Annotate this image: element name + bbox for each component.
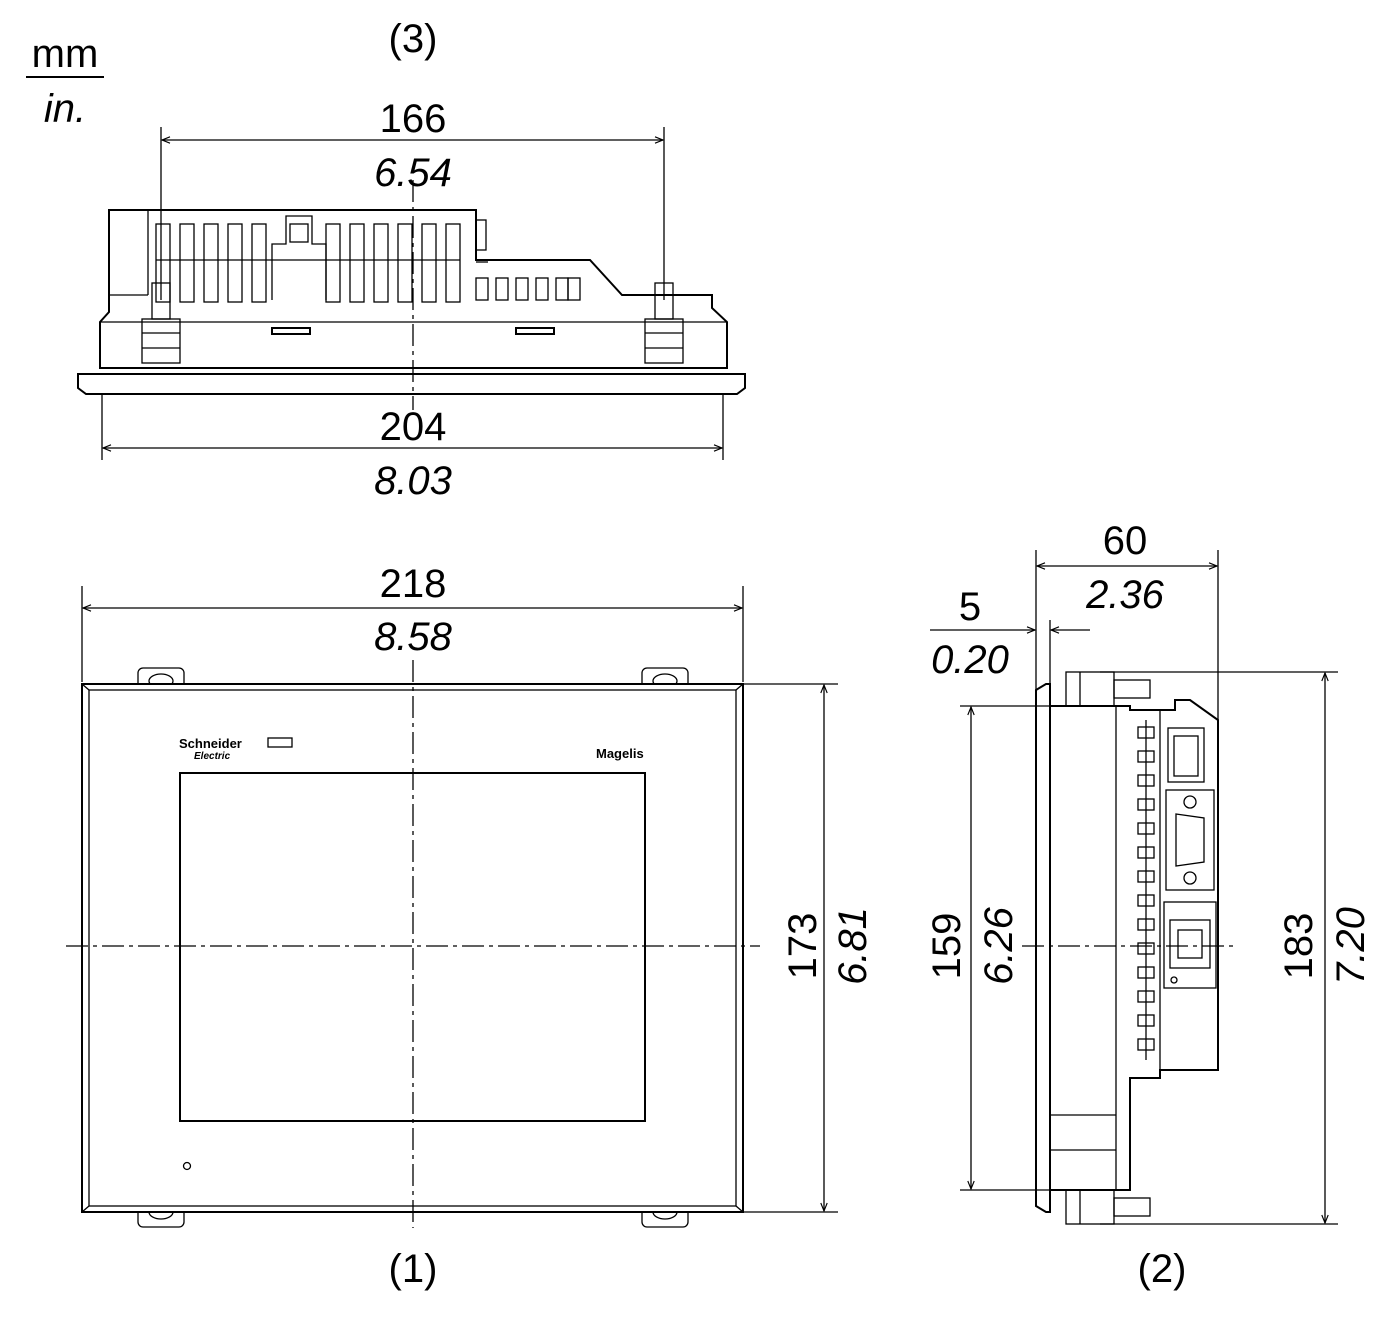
top-foot-left <box>271 327 311 335</box>
front-view-label: (1) <box>389 1247 438 1291</box>
top-vent-slots <box>155 223 581 303</box>
status-led <box>182 1161 192 1171</box>
dim-173-in: 6.81 <box>831 907 875 985</box>
unit-in: in. <box>44 87 86 131</box>
dim-159-in: 6.26 <box>977 906 1021 985</box>
top-mount-screw-left <box>141 282 181 364</box>
usb-port <box>1167 727 1205 783</box>
front-view: 218 8.58 Schneider Elec <box>66 562 875 1291</box>
dim-166-mm: 166 <box>380 97 447 141</box>
brand-logo-line1: Schneider <box>179 736 242 751</box>
dim-159-mm: 159 <box>925 913 969 980</box>
dim-204-in: 8.03 <box>374 459 452 503</box>
dim-60-mm: 60 <box>1103 519 1148 563</box>
side-clip-top <box>1065 671 1151 707</box>
side-bezel-plate <box>1035 683 1051 1213</box>
side-view-label: (2) <box>1138 1247 1187 1291</box>
serial-port <box>1165 789 1215 891</box>
top-view: (3) 166 6.54 <box>77 17 746 503</box>
top-center-clip <box>271 215 327 300</box>
side-housing-outline <box>1049 699 1219 1191</box>
dim-60-in: 2.36 <box>1085 573 1165 617</box>
dim-204-mm: 204 <box>380 405 447 449</box>
product-logo: Magelis <box>596 746 644 761</box>
side-vent-slots <box>1137 720 1155 1060</box>
dim-218-mm: 218 <box>380 562 447 606</box>
dim-5-in: 0.20 <box>931 638 1009 682</box>
unit-mm: mm <box>32 32 99 76</box>
top-view-label: (3) <box>389 17 438 61</box>
side-view: 60 2.36 5 0.20 <box>925 519 1373 1291</box>
top-bezel-plate <box>77 373 746 395</box>
top-mount-screw-right <box>644 282 684 364</box>
top-foot-right <box>515 327 555 335</box>
dim-5-mm: 5 <box>959 585 981 629</box>
brand-logo-line2: Electric <box>194 751 231 762</box>
dim-173-mm: 173 <box>781 913 825 980</box>
top-connector-tab <box>475 219 487 251</box>
brand-logo-box <box>267 737 293 748</box>
side-clip-bottom <box>1065 1189 1151 1225</box>
ethernet-port <box>1163 901 1217 989</box>
dim-183-in: 7.20 <box>1329 907 1373 985</box>
dim-218-in: 8.58 <box>374 615 453 659</box>
dim-183-mm: 183 <box>1277 913 1321 980</box>
units-legend: mm in. <box>26 32 104 131</box>
